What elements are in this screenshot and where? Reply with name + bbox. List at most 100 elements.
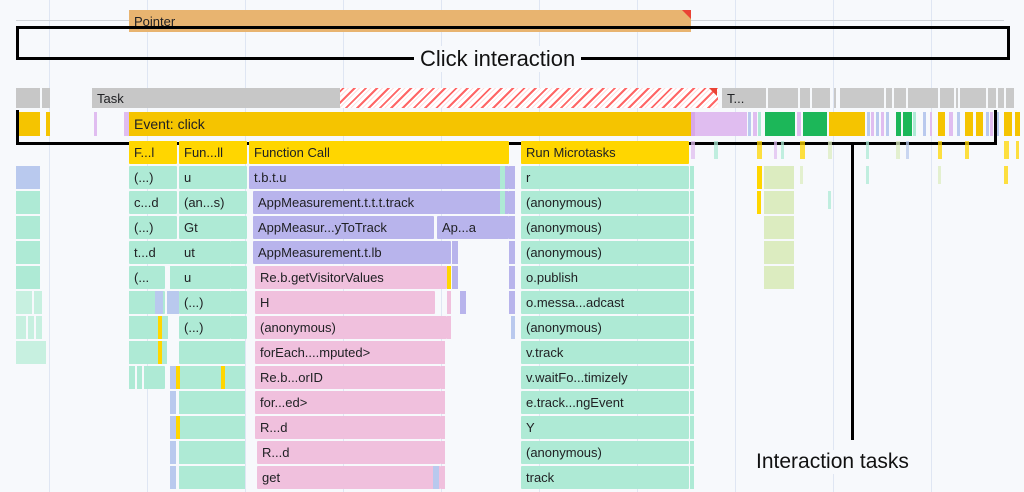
flame-bar-unlabeled[interactable] bbox=[500, 191, 505, 214]
flame-bar-unlabeled[interactable] bbox=[16, 316, 26, 339]
event-chip[interactable] bbox=[923, 112, 926, 136]
flame-bar-unlabeled[interactable] bbox=[16, 241, 40, 264]
flame-bar-unlabeled[interactable] bbox=[170, 416, 176, 439]
flame-bar[interactable]: o.publish bbox=[521, 266, 689, 289]
flame-bar-unlabeled[interactable] bbox=[690, 341, 694, 364]
flame-bar-unlabeled[interactable] bbox=[452, 266, 458, 289]
flame-bar-unlabeled[interactable] bbox=[16, 216, 40, 239]
flame-bar[interactable]: Re.b...orID bbox=[255, 366, 441, 389]
flame-bar-unlabeled[interactable] bbox=[16, 291, 32, 314]
flame-bar-unlabeled[interactable] bbox=[190, 391, 200, 414]
flame-bar[interactable]: Run Microtasks bbox=[521, 141, 689, 164]
flame-bar[interactable]: (an...s) bbox=[179, 191, 247, 214]
flame-bar-unlabeled[interactable] bbox=[690, 416, 694, 439]
flame-bar[interactable]: Fun...ll bbox=[179, 141, 247, 164]
flame-bar-unlabeled[interactable] bbox=[28, 316, 34, 339]
flame-bar[interactable]: u bbox=[179, 266, 231, 289]
task-bar-secondary[interactable]: T... bbox=[722, 88, 766, 108]
flame-bar-unlabeled[interactable] bbox=[144, 341, 149, 364]
flame-bar[interactable]: (anonymous) bbox=[255, 316, 447, 339]
flame-bar-unlabeled[interactable] bbox=[233, 416, 245, 439]
flame-bar[interactable]: Y bbox=[521, 416, 689, 439]
flame-bar-unlabeled[interactable] bbox=[690, 441, 694, 464]
flame-bar[interactable]: e.track...ngEvent bbox=[521, 391, 689, 414]
task-chip[interactable] bbox=[774, 88, 788, 108]
flame-bar-unlabeled[interactable] bbox=[231, 266, 245, 289]
flame-bar[interactable]: H bbox=[255, 291, 435, 314]
event-chip[interactable] bbox=[965, 112, 973, 136]
event-chip[interactable] bbox=[803, 112, 827, 136]
flame-bar-unlabeled[interactable] bbox=[144, 366, 149, 389]
flame-bar-unlabeled[interactable] bbox=[447, 266, 451, 289]
flame-bar[interactable]: (anonymous) bbox=[521, 441, 689, 464]
flame-bar-unlabeled[interactable] bbox=[179, 441, 185, 464]
flame-bar[interactable]: R...d bbox=[257, 441, 441, 464]
flame-bar-unlabeled[interactable] bbox=[441, 416, 445, 439]
flame-bar-unlabeled[interactable] bbox=[828, 191, 831, 209]
flame-bar-unlabeled[interactable] bbox=[906, 141, 909, 159]
task-chip[interactable] bbox=[886, 88, 892, 108]
event-chip[interactable] bbox=[996, 112, 999, 136]
flame-bar-unlabeled[interactable] bbox=[509, 266, 515, 289]
flame-bar[interactable]: get bbox=[257, 466, 441, 489]
flame-bar-unlabeled[interactable] bbox=[433, 466, 439, 489]
flame-bar[interactable]: AppMeasurement.t.t.t.track bbox=[253, 191, 509, 214]
task-chip[interactable] bbox=[876, 88, 882, 108]
flame-bar[interactable]: (anonymous) bbox=[521, 241, 689, 264]
flame-bar[interactable]: (... bbox=[129, 266, 165, 289]
flame-bar[interactable]: (...) bbox=[179, 291, 231, 314]
flame-bar-unlabeled[interactable] bbox=[170, 241, 184, 264]
flame-bar-unlabeled[interactable] bbox=[129, 366, 135, 389]
flame-bar-unlabeled[interactable] bbox=[176, 366, 180, 389]
event-chip[interactable] bbox=[976, 112, 983, 136]
flame-bar-unlabeled[interactable] bbox=[158, 341, 162, 364]
flame-bar[interactable]: Re.b.getVisitorValues bbox=[255, 266, 447, 289]
flame-bar-unlabeled[interactable] bbox=[136, 341, 142, 364]
flame-bar-unlabeled[interactable] bbox=[196, 416, 206, 439]
flame-bar-unlabeled[interactable] bbox=[136, 316, 141, 339]
event-chip[interactable] bbox=[753, 112, 757, 136]
flame-bar-unlabeled[interactable] bbox=[155, 291, 163, 314]
flame-bar-unlabeled[interactable] bbox=[447, 291, 451, 314]
event-chip[interactable] bbox=[691, 112, 695, 136]
flame-bar-unlabeled[interactable] bbox=[203, 391, 211, 414]
flame-bar-unlabeled[interactable] bbox=[764, 241, 794, 264]
flame-bar[interactable]: ut bbox=[179, 241, 231, 264]
flame-bar-unlabeled[interactable] bbox=[208, 441, 218, 464]
flame-bar-unlabeled[interactable] bbox=[690, 366, 694, 389]
flame-bar-unlabeled[interactable] bbox=[757, 191, 760, 209]
flame-bar-unlabeled[interactable] bbox=[690, 291, 694, 314]
flame-bar-unlabeled[interactable] bbox=[690, 391, 694, 414]
flame-bar[interactable]: R...d bbox=[255, 416, 441, 439]
flame-bar-unlabeled[interactable] bbox=[170, 366, 178, 389]
flame-bar-unlabeled[interactable] bbox=[179, 341, 245, 364]
task-chip[interactable] bbox=[988, 88, 996, 108]
flame-bar-unlabeled[interactable] bbox=[233, 441, 245, 464]
flame-bar[interactable]: Function Call bbox=[249, 141, 509, 164]
flame-bar-unlabeled[interactable] bbox=[764, 266, 794, 289]
flame-bar-unlabeled[interactable] bbox=[800, 166, 803, 184]
flame-bar-unlabeled[interactable] bbox=[690, 191, 694, 214]
flame-bar-unlabeled[interactable] bbox=[40, 341, 46, 364]
task-bar-main[interactable]: Task bbox=[92, 88, 340, 108]
flame-bar[interactable]: (anonymous) bbox=[521, 191, 689, 214]
event-chip[interactable] bbox=[986, 112, 989, 136]
event-chip[interactable] bbox=[765, 112, 795, 136]
flame-bar-unlabeled[interactable] bbox=[757, 166, 761, 184]
flame-bar[interactable]: Gt bbox=[179, 216, 247, 239]
flame-bar-unlabeled[interactable] bbox=[16, 166, 40, 189]
flame-bar-unlabeled[interactable] bbox=[509, 241, 515, 264]
event-chip[interactable] bbox=[758, 112, 761, 136]
flame-bar-unlabeled[interactable] bbox=[164, 316, 168, 339]
flame-bar[interactable]: (...) bbox=[179, 316, 231, 339]
task-chip[interactable] bbox=[834, 88, 836, 108]
flame-bar-unlabeled[interactable] bbox=[141, 291, 149, 314]
flame-bar[interactable]: c...d bbox=[129, 191, 177, 214]
flame-bar-unlabeled[interactable] bbox=[231, 241, 245, 264]
flame-bar-unlabeled[interactable] bbox=[690, 316, 694, 339]
flame-bar-unlabeled[interactable] bbox=[203, 466, 208, 489]
flame-bar-unlabeled[interactable] bbox=[441, 441, 445, 464]
task-chip[interactable] bbox=[940, 88, 954, 108]
flame-bar-unlabeled[interactable] bbox=[764, 216, 794, 239]
event-chip[interactable] bbox=[94, 112, 97, 136]
